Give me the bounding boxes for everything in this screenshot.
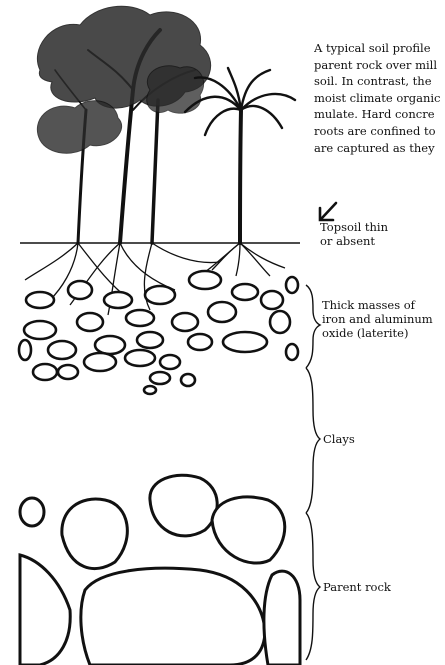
laterite-label-line: iron and aluminum bbox=[322, 312, 433, 326]
parent-rock-boulders bbox=[20, 475, 300, 665]
caption-line: are captured as they bbox=[314, 140, 445, 157]
topsoil-label-line: Topsoil thin bbox=[320, 220, 388, 234]
caption-text: A typical soil profile parent rock over … bbox=[314, 40, 445, 156]
caption-line: roots are confined to bbox=[314, 123, 445, 140]
topsoil-label-line: or absent bbox=[320, 234, 388, 248]
laterite-label-line: Thick masses of bbox=[322, 298, 433, 312]
clays-brace bbox=[306, 368, 320, 513]
caption-line: mulate. Hard concre bbox=[314, 106, 445, 123]
parent-rock-brace bbox=[306, 513, 320, 660]
topsoil-label: Topsoil thin or absent bbox=[320, 220, 388, 248]
laterite-label: Thick masses of iron and aluminum oxide … bbox=[322, 298, 433, 340]
parent-rock-label: Parent rock bbox=[323, 580, 391, 594]
laterite-brace bbox=[306, 285, 320, 368]
caption-line: A typical soil profile bbox=[314, 40, 445, 57]
tree-canopies bbox=[37, 6, 210, 153]
caption-line: moist climate organic bbox=[314, 90, 445, 107]
arrow-icon bbox=[320, 203, 336, 220]
laterite-nodules bbox=[19, 271, 298, 394]
caption-line: parent rock over mill bbox=[314, 57, 445, 74]
caption-line: soil. In contrast, the bbox=[314, 73, 445, 90]
laterite-label-line: oxide (laterite) bbox=[322, 326, 433, 340]
layer-braces bbox=[306, 285, 320, 660]
clays-label: Clays bbox=[323, 432, 355, 446]
